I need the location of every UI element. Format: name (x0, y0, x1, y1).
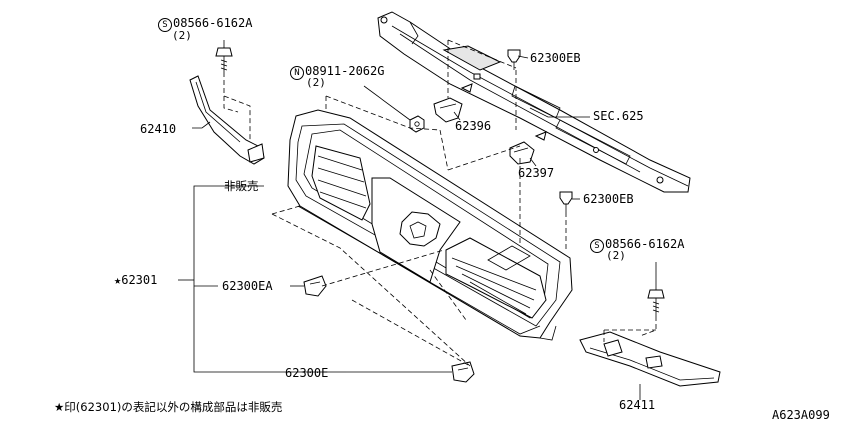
clip-icon (507, 49, 521, 70)
leader-lines (178, 40, 657, 400)
clip-icon (559, 191, 573, 212)
nut-quantity: (2) (306, 76, 326, 89)
molding-drawing (579, 331, 721, 387)
screw-icon (215, 47, 233, 72)
bracket-drawing (189, 75, 265, 165)
support-panel-drawing (377, 11, 691, 193)
bracket-62410-label: 62410 (140, 122, 177, 136)
figure-code: A623A099 (772, 408, 830, 422)
clip-ea-part-number: 62300EA (222, 279, 273, 293)
clip-icon (303, 275, 327, 297)
grille-62301-label: ★62301 (114, 273, 158, 287)
footnote: ★印(62301)の表記以外の構成部品は非販売 (54, 400, 283, 414)
molding-62411-label: 62411 (619, 398, 656, 412)
bracket-drawing (433, 83, 547, 165)
nut-icon (409, 115, 425, 133)
assembly-lines (223, 39, 657, 367)
clip-mid-part-number: 62300EB (583, 192, 634, 206)
bracket-62396-label: 62396 (455, 119, 492, 133)
not-for-sale-label: 非販売 (224, 179, 259, 193)
clip-icon (451, 361, 475, 383)
sec-625-label: SEC.625 (593, 109, 644, 123)
clip-e-part-number: 62300E (285, 366, 329, 380)
clip-top-part-number: 62300EB (530, 51, 581, 65)
screw-bottom-quantity: (2) (606, 249, 626, 262)
bracket-62397-label: 62397 (518, 166, 555, 180)
grille-drawing (287, 109, 573, 341)
screw-top-quantity: (2) (172, 29, 192, 42)
screw-icon (647, 289, 665, 316)
